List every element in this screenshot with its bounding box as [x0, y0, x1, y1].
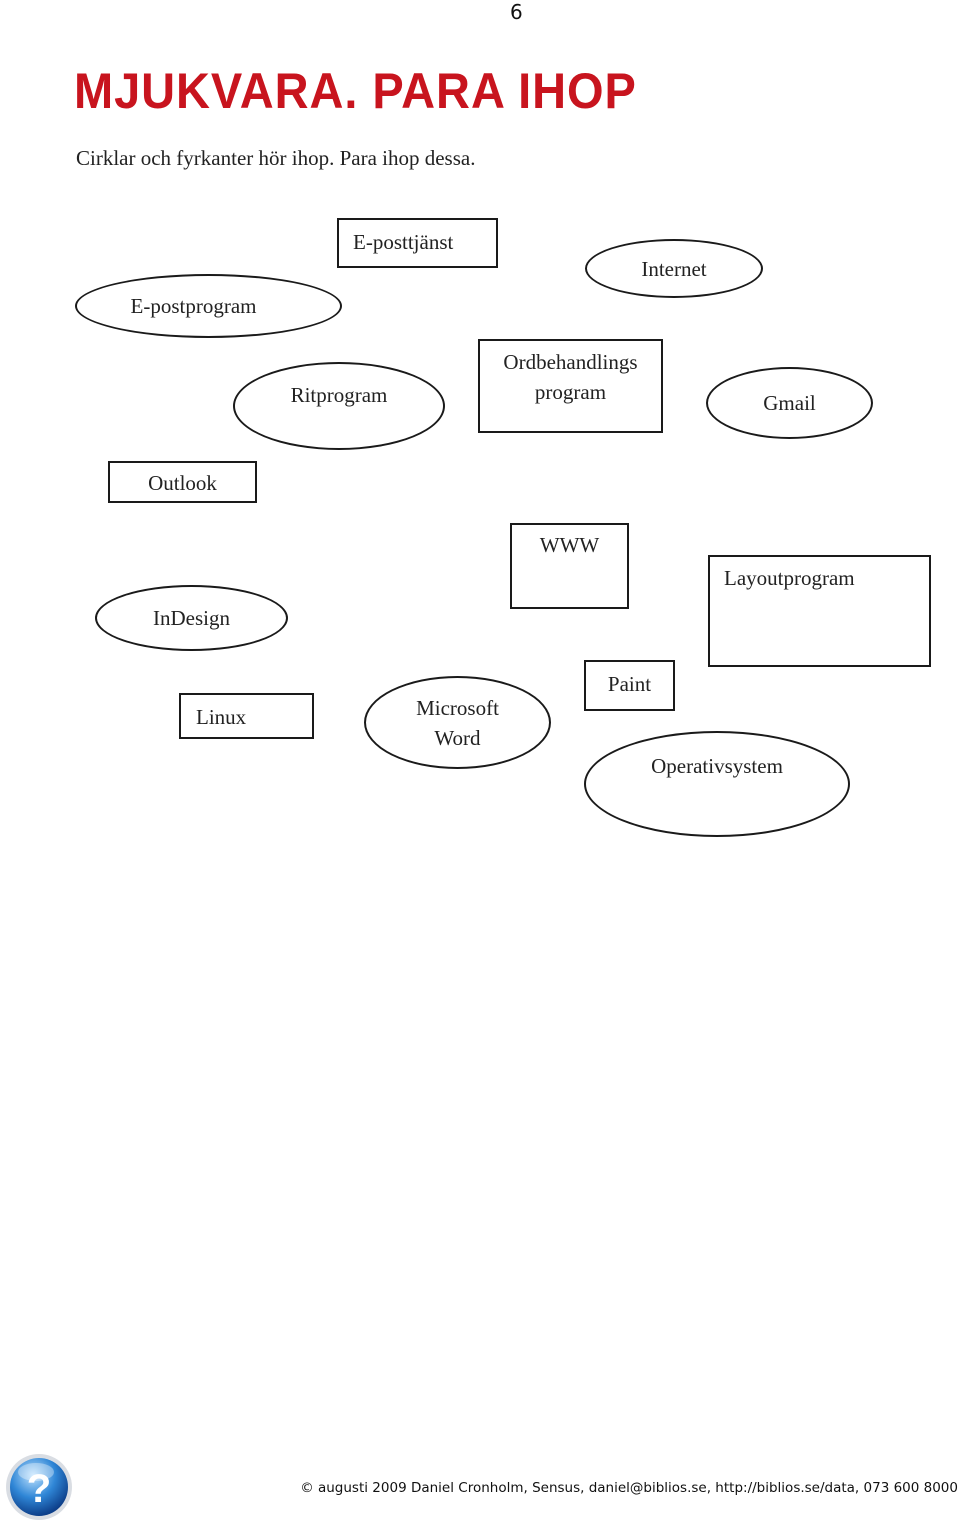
ellipse-indesign: InDesign [95, 585, 288, 651]
help-question-icon: ? [6, 1454, 72, 1520]
ellipse-e-postprogram: E-postprogram [75, 274, 342, 338]
shape-label: Internet [641, 256, 707, 281]
shape-label-line1: Ordbehandlings [503, 350, 638, 374]
ellipse-internet: Internet [585, 239, 763, 298]
ellipse-microsoft-word: Microsoft Word [364, 676, 551, 769]
shape-label: E-postprogram [130, 294, 257, 318]
shape-label: Operativsystem [651, 754, 783, 778]
svg-text:?: ? [27, 1467, 51, 1511]
shape-label: Ritprogram [290, 383, 388, 407]
ellipse-operativsystem: Operativsystem [584, 731, 850, 837]
shape-label: Outlook [148, 471, 217, 495]
rect-paint: Paint [584, 660, 675, 711]
rect-e-posttjanst: E-posttjänst [337, 218, 498, 268]
shape-label-line1: Microsoft [416, 695, 499, 720]
shape-label: Paint [607, 672, 652, 696]
shape-label: WWW [539, 533, 600, 557]
ellipse-gmail: Gmail [706, 367, 873, 439]
page-number: 6 [510, 0, 523, 24]
shape-label: E-posttjänst [353, 230, 454, 254]
rect-www: WWW [510, 523, 629, 609]
instruction-text: Cirklar och fyrkanter hör ihop. Para iho… [76, 146, 476, 170]
rect-outlook: Outlook [108, 461, 257, 503]
footer-copyright: © augusti 2009 Daniel Cronholm, Sensus, … [300, 1480, 958, 1496]
rect-layoutprogram: Layoutprogram [708, 555, 931, 667]
shape-label-line2: Word [434, 725, 481, 750]
shape-label-line2: program [534, 380, 607, 404]
shape-label: Linux [196, 705, 247, 729]
rect-ordbehandlingsprogram: Ordbehandlings program [478, 339, 663, 433]
ellipse-ritprogram: Ritprogram [233, 362, 445, 450]
rect-linux: Linux [179, 693, 314, 739]
shape-label: Gmail [763, 391, 816, 415]
shape-label: Layoutprogram [724, 566, 855, 590]
page-title: MJUKVARA. PARA IHOP [74, 63, 637, 119]
shape-label: InDesign [153, 606, 230, 630]
